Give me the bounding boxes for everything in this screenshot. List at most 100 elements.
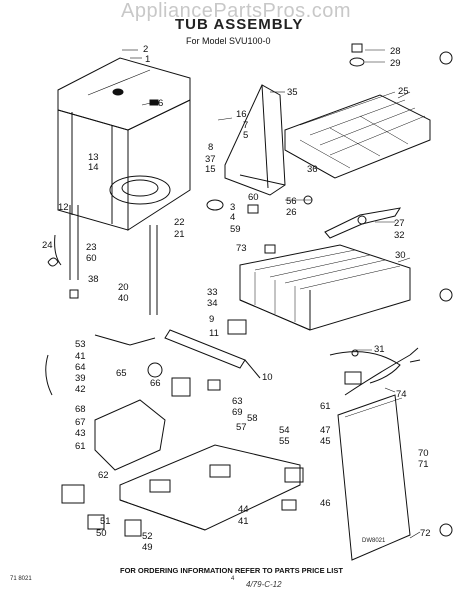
heating-element-part [164,329,261,379]
upper-dish-rack-part [284,91,431,179]
callout-40: 40 [118,293,129,304]
small-hardware-parts [47,43,365,357]
callout-11: 11 [209,328,219,339]
callout-73: 73 [236,243,247,254]
callout-71: 71 [418,459,429,470]
callout-39: 39 [75,373,86,384]
callout-74: 74 [396,389,407,400]
tub-part [57,57,191,231]
callout-35: 35 [287,87,298,98]
callout-4: 4 [230,212,235,223]
callout-leaders [122,49,421,539]
callout-64: 64 [75,362,86,373]
base-pan-part [119,444,301,531]
callout-66: 66 [150,378,161,389]
rack-support-part [224,84,286,196]
callout-44: 44 [238,504,249,515]
callout-52: 52 [142,531,153,542]
callout-56: 56 [286,196,297,207]
callout-45: 45 [320,436,331,447]
binder-hole-middle [439,288,453,302]
callout-59: 59 [230,224,241,235]
callout-36: 36 [307,164,318,175]
diagram-title: TUB ASSEMBLY [175,16,304,33]
callout-65: 65 [116,368,127,379]
callout-20: 20 [118,282,129,293]
drawing-number: DW8021 [362,538,386,544]
callout-61: 61 [320,401,331,412]
callout-46: 46 [320,498,331,509]
callout-16: 16 [236,109,247,120]
callout-2: 2 [143,44,148,55]
door-panel-part [337,394,411,561]
callout-3: 3 [230,202,235,213]
lower-dish-rack-part [239,244,411,331]
callout-50: 50 [96,528,107,539]
diagram-subtitle: For Model SVU100-0 [186,36,271,46]
callout-7: 7 [243,120,248,131]
callout-67: 67 [75,417,86,428]
callout-24: 24 [42,240,53,251]
callout-55: 55 [279,436,290,447]
callout-47: 47 [320,425,331,436]
shield-part [94,399,166,471]
callout-33: 33 [207,287,218,298]
callout-5: 5 [243,130,248,141]
callout-57: 57 [236,422,247,433]
callout-60: 60 [248,192,259,203]
callout-13: 13 [88,152,99,163]
callout-8: 8 [208,142,213,153]
callout-9: 9 [209,314,214,325]
callout-60b: 60 [86,253,97,264]
callout-41: 41 [75,351,86,362]
callout-62: 62 [98,470,109,481]
callout-72: 72 [420,528,431,539]
corner-code: 71 8021 [10,576,32,582]
callout-49: 49 [142,542,153,553]
callout-23: 23 [86,242,97,253]
callout-70: 70 [418,448,429,459]
electrical-components [147,319,401,397]
callout-27: 27 [394,218,405,229]
callout-12: 12 [58,202,69,213]
callout-10: 10 [262,372,273,383]
callout-54: 54 [279,425,290,436]
callout-22: 22 [174,217,185,228]
callout-25: 25 [398,86,409,97]
callout-38: 38 [88,274,99,285]
callout-labels: 2 1 6 16 7 5 8 35 13 14 37 15 36 28 29 2… [42,44,431,553]
callout-37: 37 [205,154,216,165]
callout-61b: 61 [75,441,86,452]
callout-6: 6 [158,98,163,109]
callout-28: 28 [390,46,401,57]
callout-69: 69 [232,407,243,418]
binder-hole-top [439,51,453,65]
ordering-note: FOR ORDERING INFORMATION REFER TO PARTS … [120,566,343,575]
callout-21: 21 [174,229,185,240]
callout-68: 68 [75,404,86,415]
callout-14: 14 [88,162,99,173]
callout-43: 43 [75,428,86,439]
callout-1: 1 [145,54,150,65]
handwritten-note: 4/79-C-12 [246,580,282,589]
callout-31: 31 [374,344,385,355]
callout-34: 34 [207,298,218,309]
binder-hole-bottom [439,523,453,537]
callout-32: 32 [394,230,405,241]
motor-and-pump-parts [61,467,304,537]
callout-29: 29 [390,58,401,69]
power-cord-part [344,347,421,396]
callout-63: 63 [232,396,243,407]
callout-42: 42 [75,384,86,395]
callout-30: 30 [395,250,406,261]
hoses-and-rods [45,205,158,396]
callout-15: 15 [205,164,216,175]
callout-26: 26 [286,207,297,218]
page-number: 4 [231,576,235,582]
watermark: AppliancePartsPros.com [121,0,351,22]
callout-51: 51 [100,516,111,527]
callout-41b: 41 [238,516,249,527]
callout-53: 53 [75,339,86,350]
